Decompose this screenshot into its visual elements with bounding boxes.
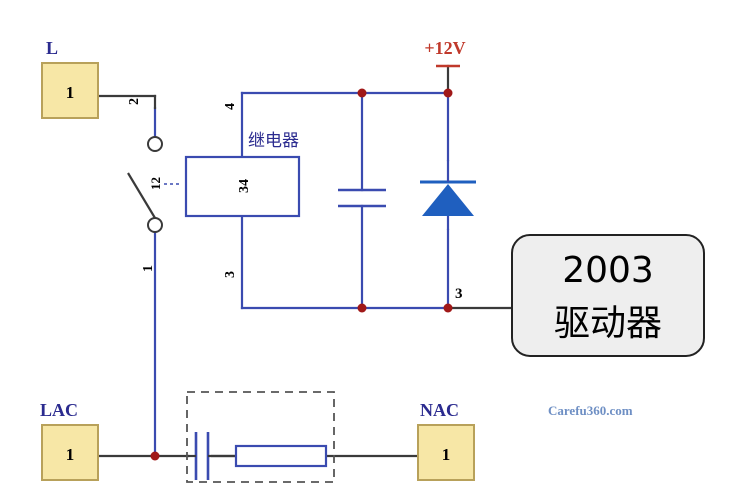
power-symbol: +12V	[424, 38, 466, 68]
junctions	[150, 88, 453, 461]
resistor-icon	[234, 444, 328, 468]
driver-block: 2003 驱动器	[511, 234, 705, 357]
diode-icon	[420, 160, 476, 230]
relay-coil-box	[184, 155, 301, 218]
relay-coil-pins: 34	[237, 179, 252, 193]
blue-wires	[153, 91, 450, 458]
terminal-l-pin: 1	[66, 83, 75, 102]
switch-pin-mid: 12	[148, 177, 163, 190]
relay-label: 继电器	[248, 131, 299, 151]
switch-pin-top: 2	[127, 98, 142, 105]
capacitor-icon	[194, 432, 210, 480]
relay-switch: 2 12 1	[127, 98, 180, 272]
junction-top-diode	[443, 88, 453, 98]
terminal-lac-name: LAC	[40, 400, 78, 420]
driver-line1: 2003	[562, 250, 654, 291]
watermark-text: Carefu360.com	[548, 403, 633, 418]
driver-box	[511, 234, 705, 357]
relay-coil: 继电器 34 4 3	[184, 103, 301, 278]
terminal-l-box	[41, 62, 99, 119]
driver-pin: 3	[455, 286, 463, 302]
switch-blade	[127, 172, 156, 219]
power-label: +12V	[424, 38, 465, 58]
terminal-lac-box	[41, 424, 99, 481]
terminal-nac: NAC 1	[417, 400, 475, 481]
terminal-nac-box	[417, 424, 475, 481]
terminal-nac-name: NAC	[420, 400, 459, 420]
junction-bottom-diode	[443, 303, 453, 313]
capacitor-icon	[338, 188, 386, 208]
junction-lac	[150, 451, 160, 461]
driver-line2: 驱动器	[554, 303, 662, 344]
relay-pin-bottom: 3	[223, 271, 238, 278]
switch-lower-contact	[147, 217, 163, 233]
switch-pin-bottom: 1	[141, 265, 156, 272]
switch-upper-contact	[147, 136, 163, 152]
junction-bottom-cap	[357, 303, 367, 313]
snubber-network	[186, 391, 335, 483]
terminal-l: L 1	[41, 38, 99, 119]
terminal-nac-pin: 1	[442, 445, 451, 464]
snubber-dashed-box	[186, 391, 335, 483]
junction-top-cap	[357, 88, 367, 98]
terminal-lac-pin: 1	[66, 445, 75, 464]
terminal-lac: LAC 1	[40, 400, 99, 481]
terminal-l-name: L	[46, 38, 58, 58]
relay-pin-top: 4	[223, 103, 238, 110]
